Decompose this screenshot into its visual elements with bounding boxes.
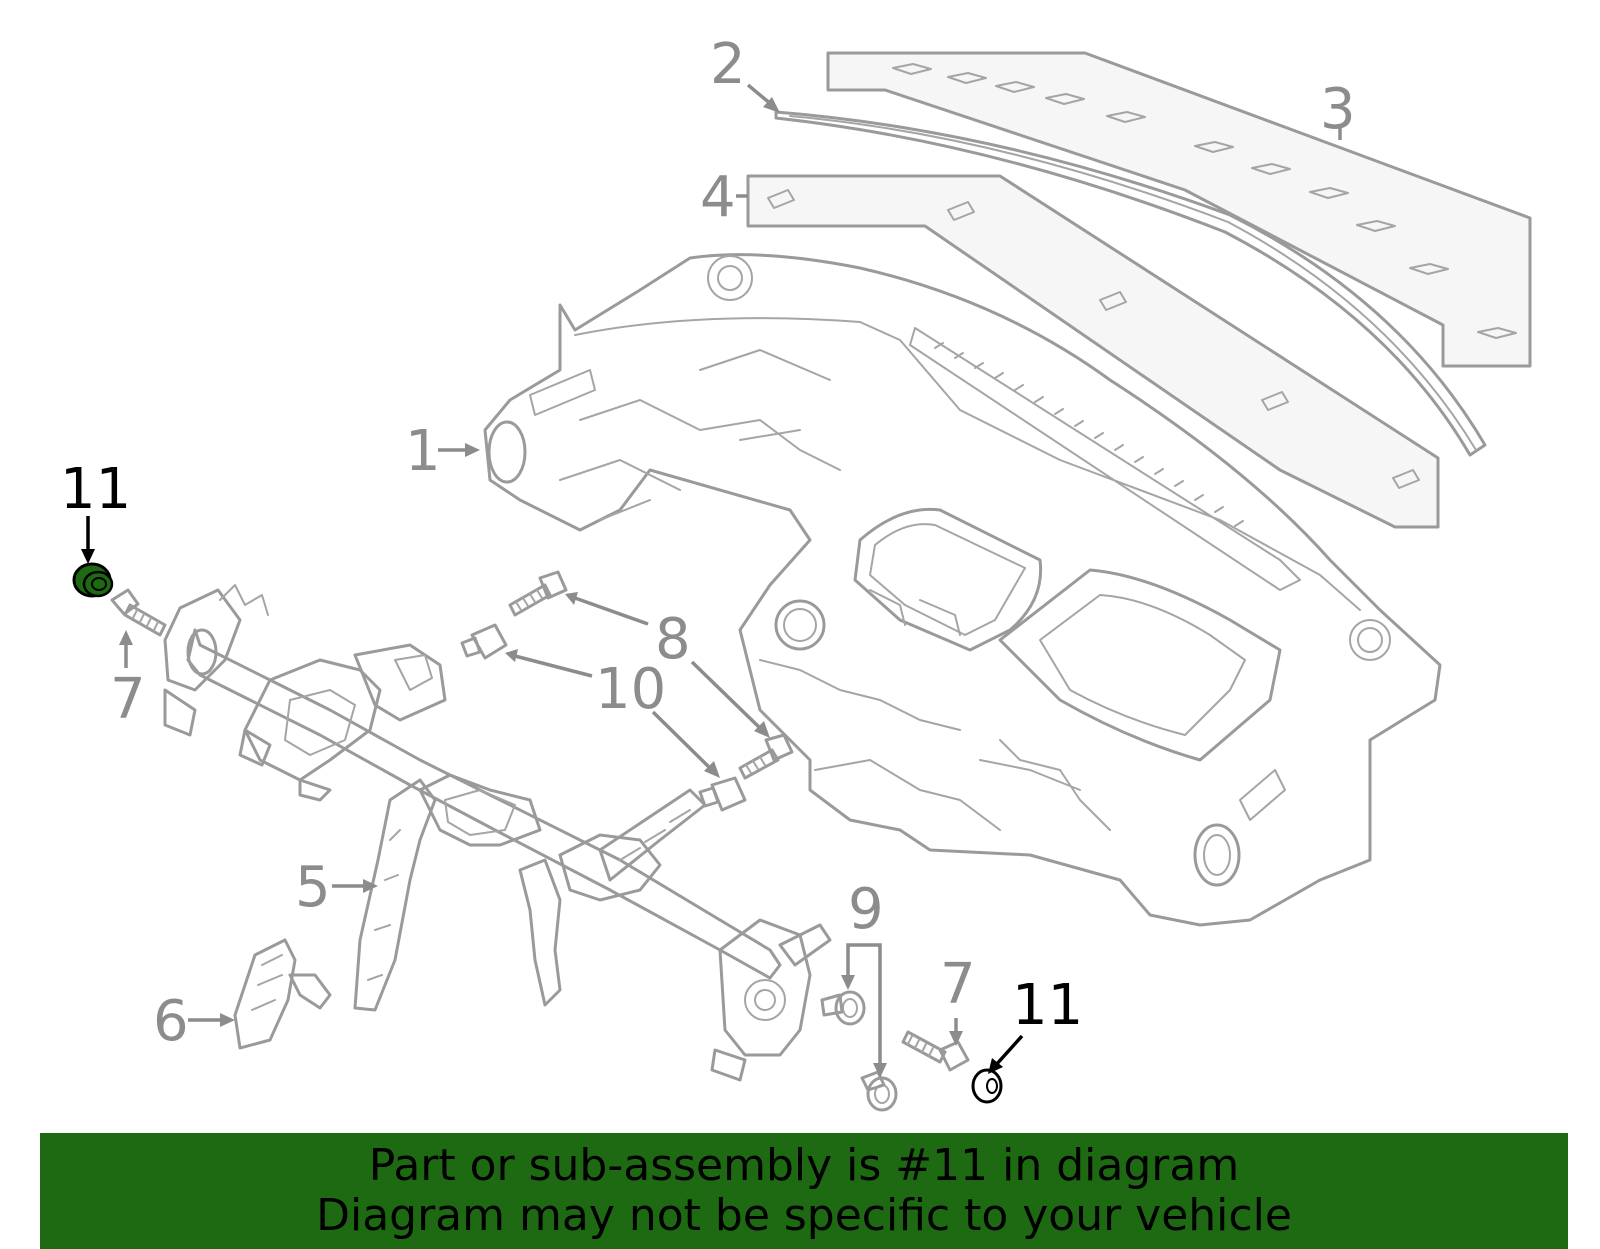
callout-3: 3 [1320,77,1356,142]
banner-line-2: Diagram may not be specific to your vehi… [316,1190,1292,1241]
part-5-cross-beam [163,584,832,1082]
callout-6: 6 [153,989,189,1054]
callout-10: 10 [595,657,666,722]
callout-11-right: 11 [1012,973,1083,1038]
part-9-clip-upper [820,990,866,1026]
part-4-lower-panel [746,174,1440,529]
callout-2: 2 [710,32,746,97]
info-banner: Part or sub-assembly is #11 in diagram D… [40,1133,1568,1249]
part-11-highlighted [72,562,114,598]
part-1-instrument-panel [483,253,1442,927]
part-2-seal-strip [774,110,1487,457]
part-10-clip-lower [698,776,747,812]
part-6-bracket [233,938,332,1050]
part-3-upper-panel [826,51,1532,368]
part-7-bolt-left [110,588,167,637]
part-11-outline [971,1068,1003,1104]
part-7-bolt-right [901,1030,970,1072]
callout-1: 1 [405,419,441,484]
part-10-clip-upper [460,623,508,660]
callout-7-right: 7 [940,952,976,1017]
callout-5: 5 [295,855,331,920]
part-8-bolt-lower [738,733,794,780]
callout-8: 8 [655,607,691,672]
callout-11-left: 11 [60,457,131,522]
callout-9: 9 [848,877,884,942]
callout-labels: 1 2 3 4 5 6 7 7 8 9 10 11 11 [60,32,1356,1054]
part-9-clip-lower [860,1070,898,1112]
parts-diagram: 1 2 3 4 5 6 7 7 8 9 10 11 11 [60,32,1532,1112]
part-8-bolt-upper [508,570,568,617]
banner-line-1: Part or sub-assembly is #11 in diagram [368,1140,1240,1191]
callout-4: 4 [700,165,736,230]
callout-7-left: 7 [110,667,146,732]
leader-lines [81,83,1342,1078]
